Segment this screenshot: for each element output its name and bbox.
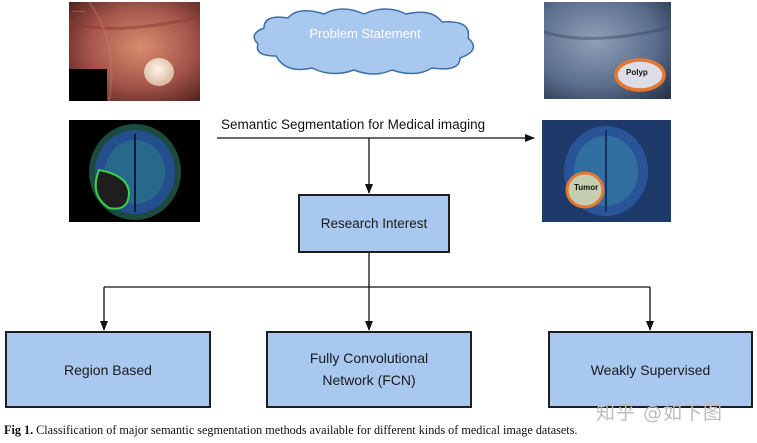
tumor-segmentation-image: Tumor [542,120,671,222]
research-interest-box: Research Interest [298,194,450,253]
polyp-label: Polyp [626,68,648,77]
fcn-label-line2: Network (FCN) [322,371,416,388]
arrow-label: Semantic Segmentation for Medical imagin… [221,117,486,132]
tumor-label: Tumor [574,183,599,192]
svg-text:—— ——: —— —— [72,9,85,13]
weakly-supervised-box: Weakly Supervised [548,331,753,408]
region-based-label: Region Based [64,361,152,378]
fcn-box: Fully Convolutional Network (FCN) [266,331,472,408]
watermark: 知乎 @如下图 [596,402,724,424]
endoscopy-image: —— —— [69,2,200,101]
caption-text: Classification of major semantic segment… [36,423,578,437]
polyp-segmentation-image: Polyp [544,2,671,99]
problem-statement-cloud: Problem Statement [246,6,484,76]
brain-mri-image [69,120,200,222]
research-interest-label: Research Interest [320,216,428,231]
weakly-supervised-label: Weakly Supervised [590,361,711,378]
caption-prefix: Fig 1. [4,423,34,437]
figure-caption: Fig 1. Classification of major semantic … [4,423,756,438]
region-based-box: Region Based [5,331,211,408]
fcn-label-line1: Fully Convolutional [309,349,429,366]
problem-statement-label: Problem Statement [309,26,421,41]
